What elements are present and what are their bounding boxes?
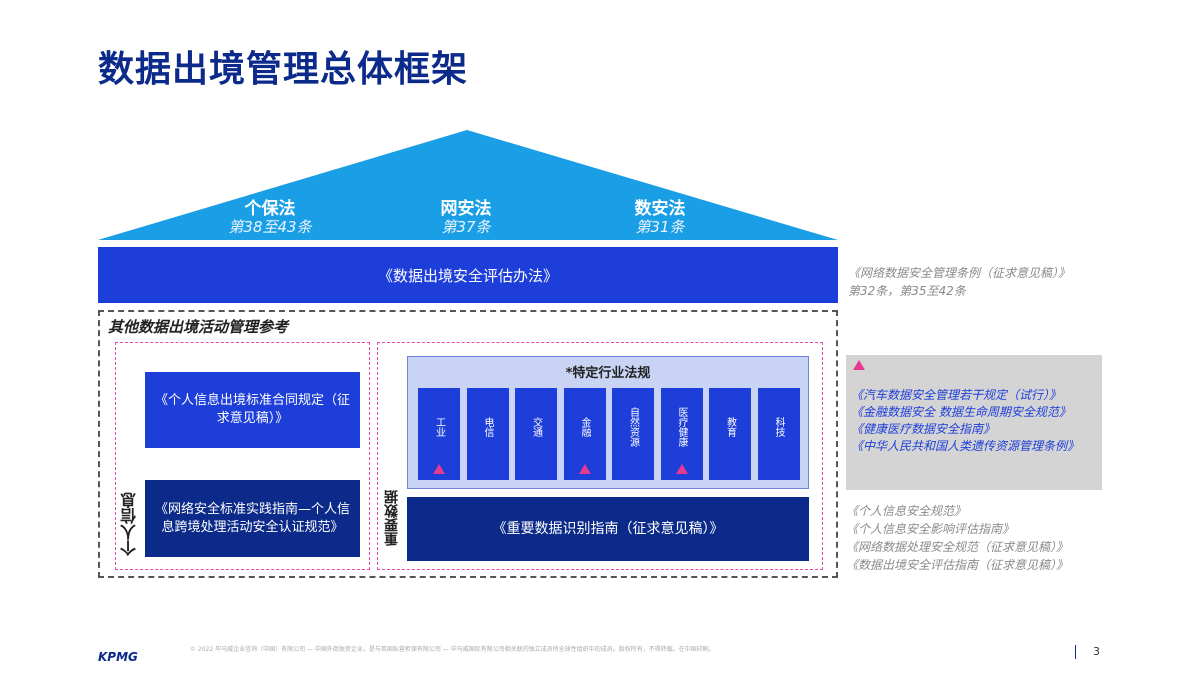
industry-label: 工业 (433, 417, 445, 437)
industry-regulation-item: 《中华人民共和国人类遗传资源管理条例》 (851, 439, 1080, 453)
certification-guide-box: 《网络安全标准实践指南—个人信息跨境处理活动安全认证规范》 (145, 480, 360, 557)
roof-triangle (98, 130, 838, 240)
important-data-guide-box: 《重要数据识别指南（征求意见稿）》 (407, 497, 809, 561)
industry-label: 科技 (773, 417, 784, 437)
law-dsl-articles: 第31条 (635, 218, 685, 236)
personal-info-label: 个人信息 (120, 492, 139, 556)
standard-contract-box: 《个人信息出境标准合同规定（征求意见稿）》 (145, 372, 360, 448)
industry-marker-icon (853, 360, 865, 370)
law-pipl-name: 个保法 (244, 199, 296, 219)
main-measure-bar: 《数据出境安全评估办法》 (98, 247, 838, 303)
industry-regulation-title: *特定行业法规 (565, 366, 651, 381)
industry-label: 金融 (579, 417, 590, 437)
industry-regulations-list: 《汽车数据安全管理若干规定（试行）》 《金融数据安全 数据生命周期安全规范》 《… (851, 387, 1079, 455)
industry-label: 自然资源 (627, 407, 639, 447)
other-reference-title: 其他数据出境活动管理参考 (108, 318, 289, 336)
footer-copyright: © 2022 毕马威企业咨询（中国）有限公司 — 中国外商独资企业，是与英国私营… (190, 646, 715, 653)
kpmg-logo: KPMG (98, 650, 138, 664)
industry-column: 科技 (757, 388, 800, 480)
law-csl-articles: 第37条 (441, 218, 491, 236)
industry-column: 自然资源 (612, 388, 654, 480)
pink-marker-icon (675, 464, 688, 474)
industry-regulations-box (846, 355, 1102, 490)
standard-item: 《网络数据处理安全规范（征求意见稿）》 (846, 540, 1069, 554)
industry-column: 电信 (466, 388, 509, 480)
standard-item: 《数据出境安全评估指南（征求意见稿）》 (846, 558, 1069, 572)
industry-regulation-item: 《金融数据安全 数据生命周期安全规范》 (851, 405, 1071, 419)
important-data-frame (377, 342, 823, 570)
main-measure-note: 《网络数据安全管理条例（征求意见稿）》 第32条，第35至42条 (848, 264, 1070, 300)
law-pipl-articles: 第38至43条 (228, 218, 312, 236)
industry-column: 金融 (563, 388, 606, 480)
industry-label: 教育 (724, 417, 736, 437)
page-title: 数据出境管理总体框架 (98, 49, 469, 90)
pink-marker-icon (578, 464, 591, 474)
industry-regulation-item: 《汽车数据安全管理若干规定（试行）》 (851, 388, 1062, 402)
industry-label: 电信 (482, 417, 493, 437)
industry-column: 医疗健康 (660, 388, 703, 480)
standard-item: 《个人信息安全影响评估指南》 (846, 522, 1015, 536)
other-reference-frame (98, 310, 838, 578)
industry-regulation-item: 《健康医疗数据安全指南》 (851, 422, 996, 436)
law-csl-name: 网安法 (440, 199, 492, 219)
footer-divider (1075, 645, 1076, 659)
main-measure-note-line1: 《网络数据安全管理条例（征求意见稿）》 (848, 266, 1071, 280)
industry-label: 医疗健康 (676, 407, 687, 447)
industry-column: 教育 (709, 388, 751, 480)
industry-label: 交通 (530, 417, 542, 437)
law-dsl-name: 数安法 (634, 199, 686, 219)
page-number: 3 (1093, 645, 1100, 658)
pink-marker-icon (433, 464, 445, 474)
important-data-label: 重要数据 (384, 490, 400, 546)
main-measure-note-line2: 第32条，第35至42条 (848, 284, 966, 298)
standards-list: 《个人信息安全规范》 《个人信息安全影响评估指南》 《网络数据处理安全规范（征求… (846, 502, 1068, 574)
industry-column: 交通 (515, 388, 557, 480)
standard-item: 《个人信息安全规范》 (846, 504, 967, 518)
industry-column: 工业 (418, 388, 460, 480)
personal-info-frame (115, 342, 370, 570)
